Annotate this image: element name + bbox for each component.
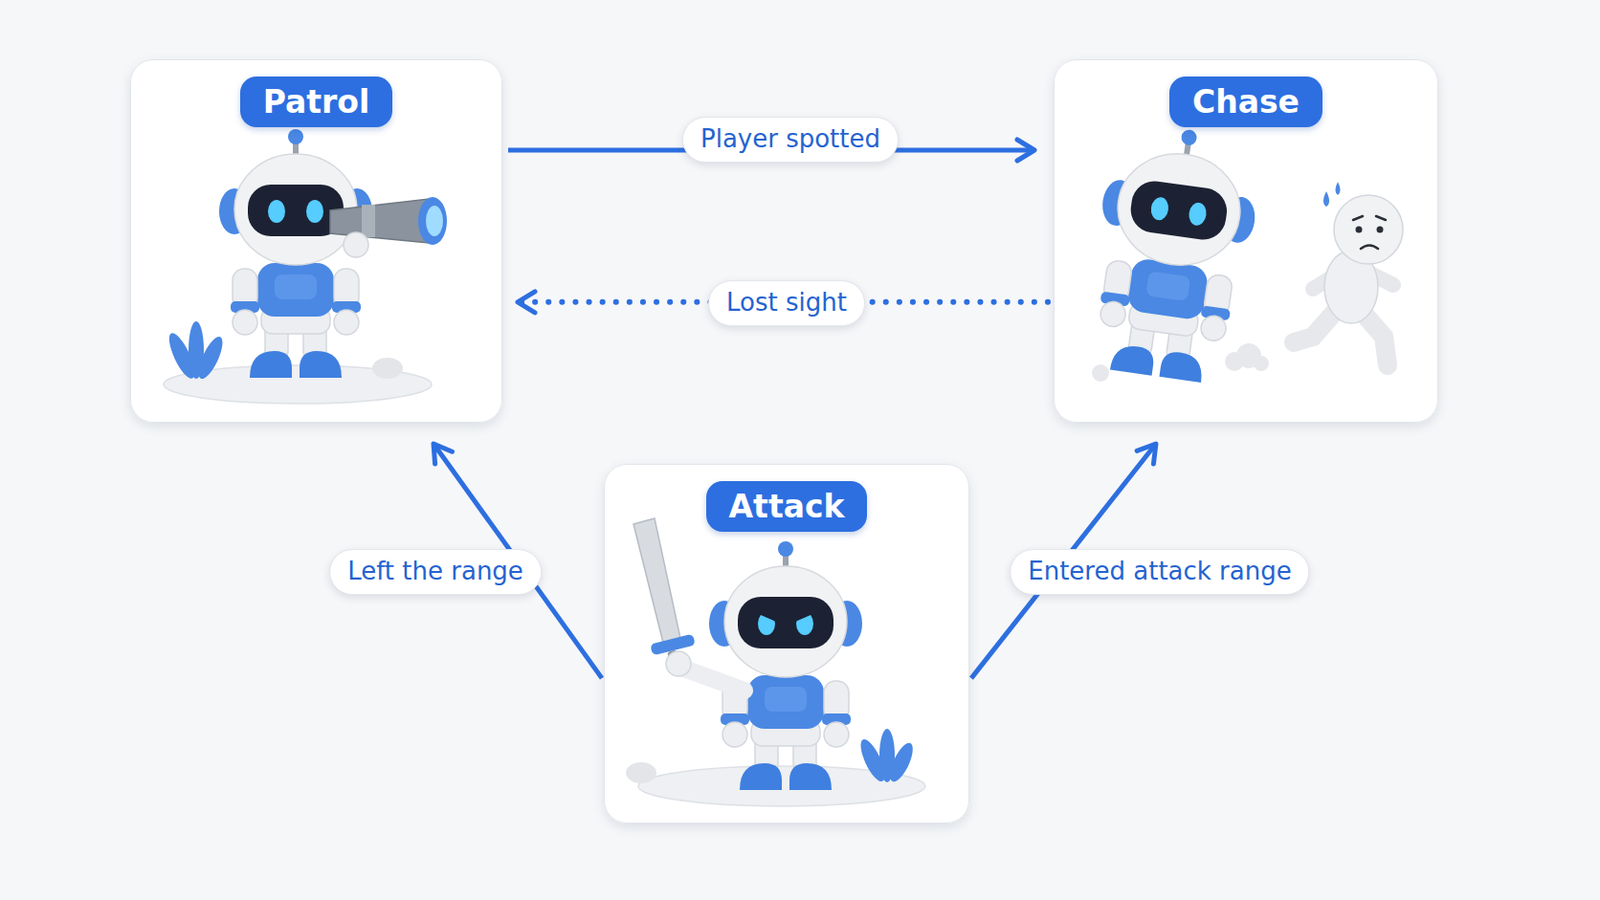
card-ground <box>1053 59 1439 423</box>
raised-arm <box>681 667 745 691</box>
state-card: Patrol <box>130 59 503 423</box>
transition-label: Left the range <box>329 549 542 596</box>
plant <box>856 729 918 785</box>
attack-scene <box>625 518 926 807</box>
state-card: Attack <box>603 464 970 824</box>
patrol-scene <box>163 129 447 404</box>
card-ground <box>130 59 503 423</box>
state-title: Attack <box>706 481 868 533</box>
telescope <box>330 197 447 258</box>
robot <box>709 541 863 791</box>
state-title: Patrol <box>240 76 394 128</box>
state-card: Chase <box>1053 59 1439 423</box>
chase-scene <box>1079 119 1403 388</box>
sword <box>633 518 696 677</box>
card-grounds <box>130 59 1439 824</box>
plant <box>164 321 228 382</box>
card-ground <box>603 464 970 824</box>
stone <box>625 762 657 784</box>
stone <box>372 357 403 379</box>
transition-label: Lost sight <box>708 280 866 327</box>
robot <box>219 129 373 378</box>
transition-label: Player spotted <box>682 116 899 163</box>
robot <box>1079 119 1267 388</box>
angry-brows <box>755 609 816 620</box>
fleeing-human <box>1293 181 1403 366</box>
state-title: Chase <box>1169 76 1323 128</box>
transition-label: Entered attack range <box>1009 549 1310 596</box>
